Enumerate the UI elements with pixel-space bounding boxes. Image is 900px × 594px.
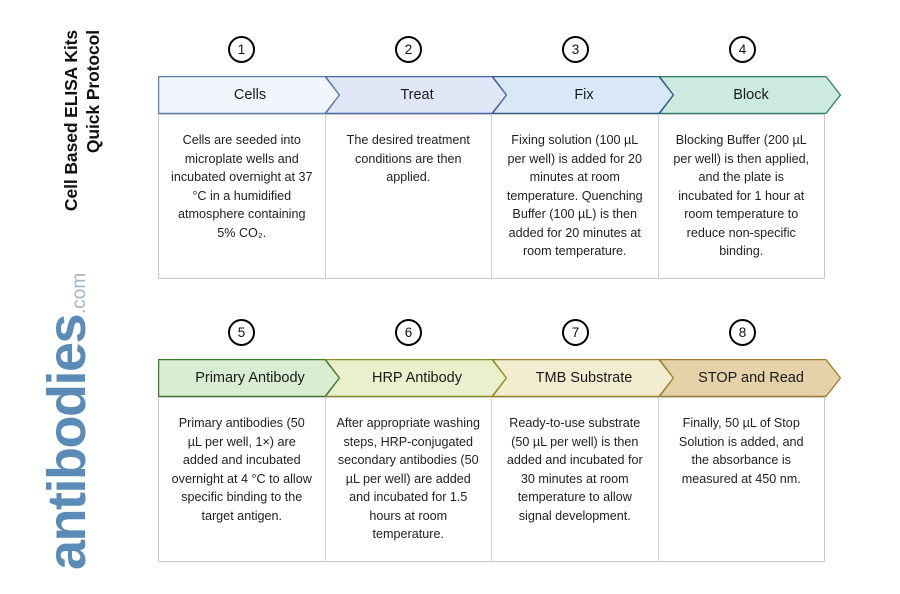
description-text: Blocking Buffer (200 µL per well) is the… — [673, 133, 810, 258]
description-text: The desired treatment conditions are the… — [346, 133, 470, 184]
brand-logo-name: antibodies — [37, 314, 97, 570]
description-text: Finally, 50 µL of Stop Solution is added… — [678, 416, 804, 486]
chevron-label: Block — [733, 87, 769, 103]
step-number-3: 3 — [562, 36, 589, 63]
step-number-strip: 5 6 7 8 — [158, 313, 842, 359]
step-number-6: 6 — [395, 319, 422, 346]
step-number-strip: 1 2 3 4 — [158, 30, 842, 76]
description-text: Fixing solution (100 µL per well) is add… — [506, 133, 643, 258]
chevron-label: Primary Antibody — [195, 370, 305, 386]
chevron-label: Fix — [574, 87, 594, 103]
chevron-step-3[interactable]: Fix — [492, 76, 674, 114]
chevron-strip: Primary Antibody HRP Antibody TMB Substrat… — [158, 359, 842, 397]
chevron-label: TMB Substrate — [535, 370, 633, 386]
chevron-step-7[interactable]: TMB Substrate — [492, 359, 674, 397]
step-number-5: 5 — [228, 319, 255, 346]
brand-logo: antibodies.com — [36, 10, 102, 570]
chevron-step-1[interactable]: Cells — [158, 76, 340, 114]
description-strip: Cells are seeded into microplate wells a… — [158, 114, 825, 279]
chevron-strip: Cells Treat Fix Block — [158, 76, 842, 114]
description-cell-1: Cells are seeded into microplate wells a… — [159, 115, 326, 278]
description-text: Cells are seeded into microplate wells a… — [171, 133, 313, 240]
description-cell-4: Blocking Buffer (200 µL per well) is the… — [659, 115, 825, 278]
description-text: Primary antibodies (50 µL per well, 1×) … — [171, 416, 312, 523]
description-cell-2: The desired treatment conditions are the… — [326, 115, 492, 278]
description-cell-6: After appropriate washing steps, HRP-con… — [326, 398, 492, 561]
description-cell-7: Ready-to-use substrate (50 µL per well) … — [492, 398, 659, 561]
step-number-1: 1 — [228, 36, 255, 63]
step-number-7: 7 — [562, 319, 589, 346]
step-number-2: 2 — [395, 36, 422, 63]
brand-logo-tld: .com — [69, 272, 90, 314]
description-cell-5: Primary antibodies (50 µL per well, 1×) … — [159, 398, 326, 561]
chevron-label: Cells — [233, 87, 267, 103]
chevron-shape — [158, 76, 340, 114]
description-text: After appropriate washing steps, HRP-con… — [336, 416, 481, 541]
chevron-step-4[interactable]: Block — [659, 76, 841, 114]
description-text: Ready-to-use substrate (50 µL per well) … — [506, 416, 643, 523]
step-number-4: 4 — [729, 36, 756, 63]
description-cell-3: Fixing solution (100 µL per well) is add… — [492, 115, 659, 278]
description-strip: Primary antibodies (50 µL per well, 1×) … — [158, 397, 825, 562]
chevron-step-5[interactable]: Primary Antibody — [158, 359, 340, 397]
chevron-label: Treat — [400, 87, 434, 103]
chevron-label: HRP Antibody — [371, 370, 462, 386]
chevron-label: STOP and Read — [698, 370, 804, 386]
chevron-step-2[interactable]: Treat — [325, 76, 507, 114]
chevron-shape — [158, 359, 340, 397]
chevron-step-6[interactable]: HRP Antibody — [325, 359, 507, 397]
description-cell-8: Finally, 50 µL of Stop Solution is added… — [659, 398, 825, 561]
chevron-step-8[interactable]: STOP and Read — [659, 359, 841, 397]
step-number-8: 8 — [729, 319, 756, 346]
